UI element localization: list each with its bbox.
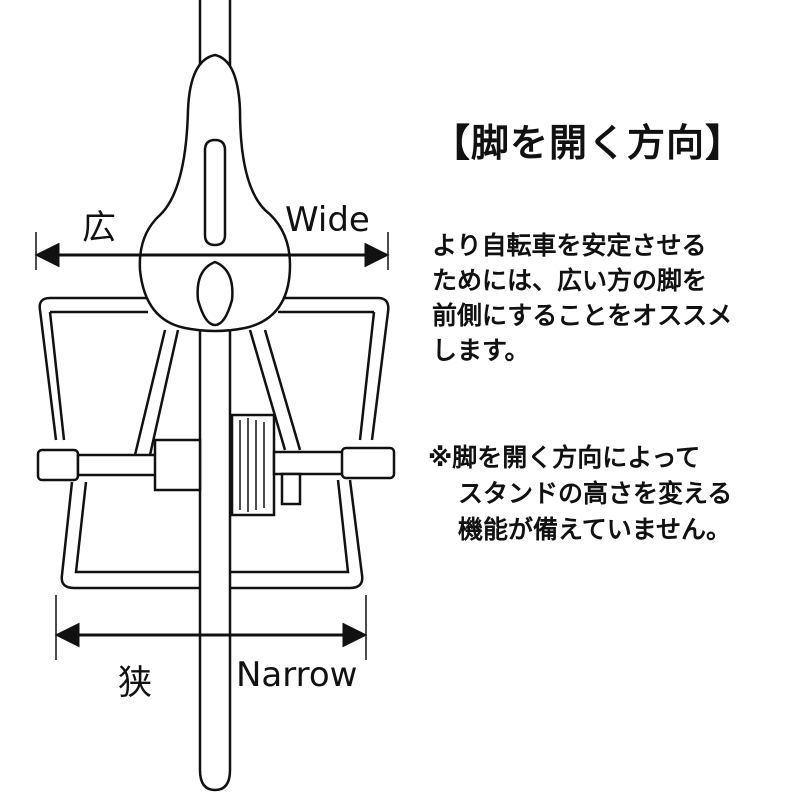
note: ※脚を開く方向によって スタンドの高さを変える 機能が備えていません。: [428, 440, 732, 548]
description-line: より自転車を安定させる: [432, 231, 707, 260]
note-line: ※脚を開く方向によって: [428, 443, 701, 472]
seatstay-right: [248, 329, 302, 451]
saddle-nose-hole: [196, 260, 234, 327]
narrow-label: Narrow: [236, 655, 358, 695]
description-line: 前側にすることをオススメ: [432, 301, 733, 330]
saddle: [138, 53, 292, 333]
description-line: ためには、広い方の脚を: [432, 266, 708, 295]
seatstay-left: [133, 329, 180, 456]
wide-kanji-label: 広: [82, 208, 116, 248]
axle-right: [272, 450, 346, 476]
saddle-cutout: [203, 138, 227, 247]
axle-right-nut: [340, 446, 396, 480]
note-line: 機能が備えていません。: [458, 515, 732, 544]
stand-frame-wide-inner: [48, 310, 376, 441]
derailleur-hanger: [280, 472, 302, 506]
axle-left: [76, 453, 160, 477]
stand-frame-wide: [38, 296, 390, 441]
axle-left-nut: [36, 448, 80, 482]
wide-arrow: [34, 232, 390, 270]
title: 【脚を開く方向】: [432, 121, 745, 165]
narrow-kanji-label: 狭: [118, 663, 152, 703]
narrow-arrow: [54, 595, 368, 660]
hub-left: [153, 438, 202, 492]
description-line: します。: [432, 336, 530, 365]
description: より自転車を安定させる ためには、広い方の脚を 前側にすることをオススメ します…: [432, 228, 732, 368]
wide-label: Wide: [285, 200, 370, 240]
cassette: [230, 413, 276, 517]
note-line: スタンドの高さを変える: [458, 479, 733, 508]
